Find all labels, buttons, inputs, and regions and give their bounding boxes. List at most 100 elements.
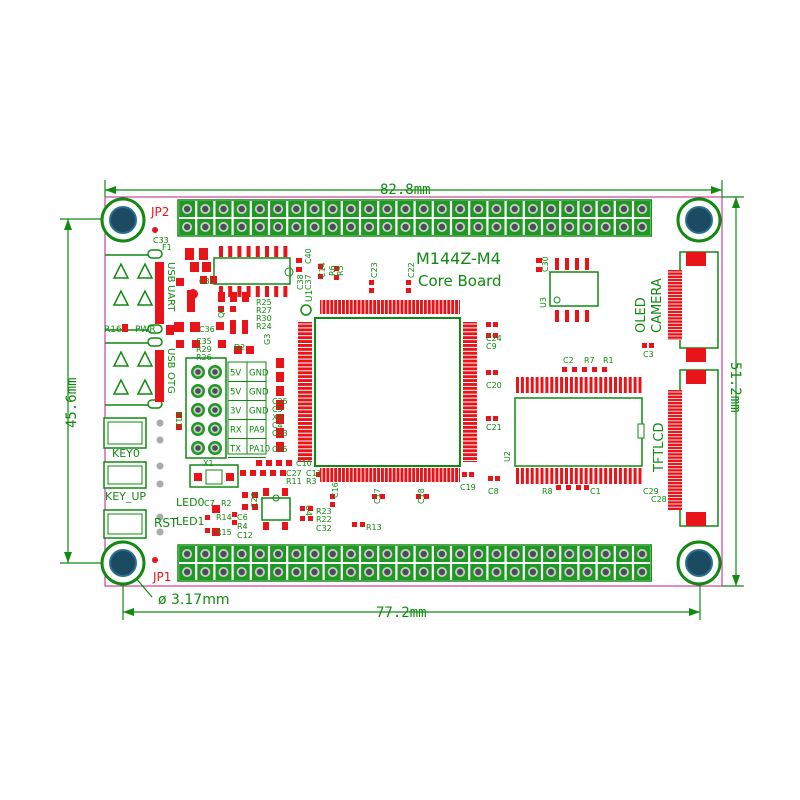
label-usb-otg-2: OTG [165, 372, 176, 394]
smd-pad [270, 470, 276, 476]
label-led0: LED0 [176, 496, 205, 509]
label-u3: U3 [539, 297, 548, 308]
chip-u4 [261, 488, 291, 530]
component-label: R25 [256, 298, 272, 307]
component-label: C27 [286, 469, 302, 478]
component-label: C26 [250, 492, 259, 508]
smd-pad [260, 470, 266, 476]
component-label: C22 [407, 262, 416, 278]
chip-u2-body [514, 397, 643, 467]
smd-pad [352, 522, 357, 527]
label-camera: CAMERA [650, 278, 665, 333]
smd-pad [582, 367, 587, 372]
label-led1: LED1 [176, 515, 205, 528]
component-label: R26 [196, 353, 212, 362]
component-label: C28 [651, 495, 667, 504]
smd-pad [334, 266, 339, 271]
smd-pad [234, 346, 242, 354]
label-key-up: KEY_UP [105, 490, 146, 503]
smd-pad [230, 320, 236, 334]
smd-pad [308, 506, 313, 511]
smd-pad [218, 306, 224, 312]
component-label: C16 [331, 482, 340, 498]
mounting-holes [100, 197, 722, 586]
smd-pad [642, 343, 647, 348]
component-label: R14 [216, 513, 232, 522]
chip-u3 [549, 258, 599, 322]
label-key0: KEY0 [112, 447, 140, 460]
jumper-label-right: PA9 [249, 426, 265, 436]
smd-pad [360, 522, 365, 527]
key-up-button [103, 461, 164, 489]
smd-pad [406, 280, 411, 285]
label-usb-uart-2: UART [165, 285, 176, 312]
smd-pad [246, 346, 254, 354]
jumper-label-left: 5V [230, 388, 241, 398]
component-label: R4 [237, 522, 248, 531]
smd-pad [308, 516, 313, 521]
smd-pad [334, 275, 339, 280]
smd-pad [242, 292, 249, 302]
smd-pad [562, 367, 567, 372]
component-label: C24 [486, 334, 502, 343]
label-jp2: JP2 [150, 205, 169, 219]
component-label: R7 [584, 356, 595, 365]
smd-pad [190, 322, 200, 332]
smd-pad [493, 333, 498, 338]
label-rst: RST [154, 516, 178, 530]
smd-pad [276, 428, 284, 438]
component-label: R24 [256, 322, 272, 331]
usb-otg-connector [105, 337, 164, 409]
header-jp1 [177, 544, 652, 582]
label-jp1: JP1 [152, 570, 171, 584]
rst-button [103, 509, 164, 539]
component-label: R23 [316, 507, 332, 516]
crystal-x1 [189, 464, 239, 488]
smd-pad [190, 262, 199, 272]
dim-left-height: 45.6mm [64, 377, 80, 428]
component-label: C29 [643, 487, 659, 496]
component-label: R27 [256, 306, 272, 315]
dim-top-width: 82.8mm [380, 182, 431, 198]
header-jp2 [177, 199, 652, 237]
smd-pad [276, 442, 284, 452]
smd-pad [493, 370, 498, 375]
smd-pad [416, 494, 421, 499]
smd-pad [230, 306, 236, 312]
smd-pad [202, 262, 211, 272]
component-label: C13 [272, 429, 288, 438]
smd-pad [495, 476, 500, 481]
smd-pad [187, 290, 195, 312]
component-label: C9 [486, 342, 497, 351]
component-label: C15 [272, 445, 288, 454]
smd-pad [240, 470, 246, 476]
component-label: R22 [316, 515, 332, 524]
smd-pad [232, 520, 237, 525]
smd-pad [200, 276, 207, 284]
component-label: C12 [237, 531, 253, 540]
component-label: C10 [296, 459, 312, 468]
smd-pad [424, 494, 429, 499]
component-label: R5 [336, 265, 345, 276]
label-oled: OLED [634, 297, 649, 333]
smd-pad [242, 492, 248, 498]
board-title: M144Z-M4 [416, 249, 501, 268]
smd-pad [176, 412, 182, 418]
smd-pad [192, 340, 200, 348]
smd-pad [276, 372, 284, 382]
component-label: C1 [590, 487, 601, 496]
component-label: C18 [417, 488, 426, 504]
smd-pad [216, 322, 224, 330]
jumper-label-left: 5V [230, 369, 241, 379]
component-label: C20 [486, 381, 502, 390]
jumper-label-right: GND [249, 407, 269, 417]
smd-pad [276, 386, 284, 396]
usb-uart-connector [105, 249, 164, 334]
smd-pad [250, 470, 256, 476]
smd-pad [199, 248, 208, 260]
component-label: Q1 [217, 307, 226, 318]
component-label: C14 [318, 262, 327, 278]
dim-right-height: 51.2mm [727, 362, 743, 413]
tftlcd-connector [668, 369, 719, 527]
